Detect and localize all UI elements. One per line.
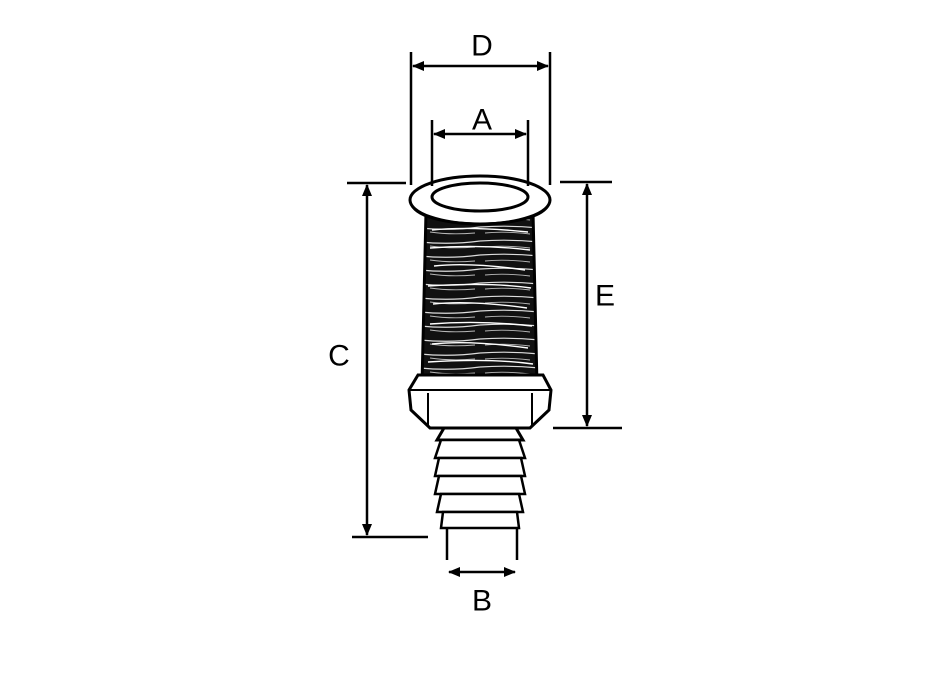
thru-hull-fitting (407, 174, 553, 560)
dimension-lines (347, 52, 622, 577)
hose-tail (433, 438, 527, 560)
hex-nut (407, 373, 553, 430)
label-d: D (471, 30, 493, 63)
label-b: B (472, 585, 492, 618)
label-c: C (328, 340, 350, 373)
label-e: E (595, 280, 615, 313)
collar (434, 426, 526, 442)
threaded-barrel (420, 210, 539, 387)
thread-highlights (427, 227, 534, 365)
label-a: A (472, 104, 492, 137)
top-bore (430, 181, 530, 213)
